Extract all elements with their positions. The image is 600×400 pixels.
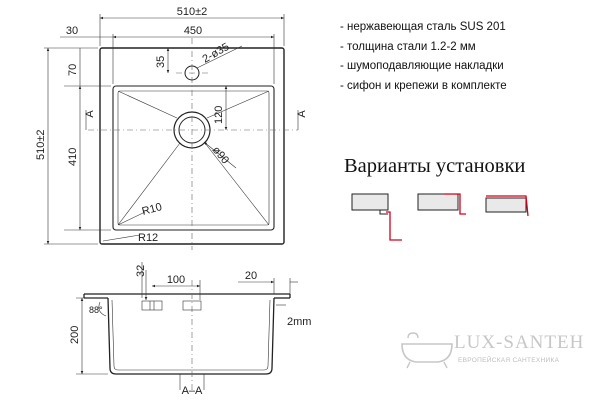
bowl-height-label: 410 (67, 148, 79, 166)
installation-title: Варианты установки (344, 155, 526, 177)
drain-fitting (182, 300, 202, 311)
rim-height-label: 32 (135, 265, 147, 277)
brand-tagline: ЕВРОПЕЙСКАЯ САНТЕХНИКА (458, 357, 560, 364)
spec-item: - шумоподавляющие накладки (340, 60, 504, 72)
drain-diameter-label: ø90 (210, 144, 231, 166)
spec-item: - нержавеющая сталь SUS 201 (340, 21, 506, 33)
bathtub-icon (401, 332, 453, 369)
specs-list: - нержавеющая сталь SUS 201 - толщина ст… (340, 18, 595, 96)
overall-width-label: 510±2 (177, 6, 208, 18)
tap-holes-label: 2-ø35 (201, 41, 232, 66)
left-offset-label: 30 (66, 25, 78, 37)
sink-bowl (112, 85, 275, 231)
top-offset-label: 70 (67, 64, 79, 76)
bowl-width-label: 450 (184, 25, 202, 37)
accessory-width-label: 100 (167, 274, 185, 286)
inner-radius-label: R10 (141, 201, 164, 218)
overall-height-label: 510±2 (35, 129, 47, 160)
spec-item: - толщина стали 1.2-2 мм (340, 40, 476, 53)
drain-offset-label: 120 (213, 106, 225, 124)
tap-offset-label: 35 (155, 56, 167, 68)
spec-item: - сифон и крепежи в комплекте (340, 79, 507, 92)
thickness-label: 2mm (287, 316, 311, 328)
depth-label: 200 (69, 326, 81, 344)
brand-logo: LUX-SANTEH ЕВРОПЕЙСКАЯ САНТЕХНИКА (398, 330, 598, 380)
variant-overmount-icon (485, 195, 529, 217)
section-label: A–A (182, 385, 203, 397)
wall-angle-label: 88° (89, 305, 103, 315)
overflow-fitting (141, 300, 163, 311)
section-marker-right: A (296, 110, 308, 118)
flange-label: 20 (245, 270, 257, 282)
section-marker-left: A (84, 110, 96, 118)
variant-undermount-icon (351, 193, 402, 241)
variant-flush-icon (417, 193, 466, 215)
plan-view: 510±2 450 30 35 2-ø35 120 ø90 510±2 410 … (35, 6, 308, 250)
installation-variants (351, 193, 529, 241)
brand-name: LUX-SANTEH (454, 332, 585, 353)
outer-radius-label: R12 (138, 232, 158, 244)
section-view: 200 88° 32 100 20 2mm A–A (69, 262, 311, 397)
